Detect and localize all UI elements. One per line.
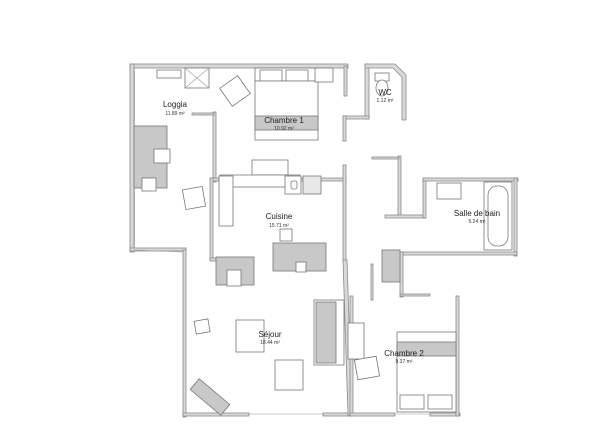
sofa-seat xyxy=(315,301,337,364)
wall-chambre2-bottom-a xyxy=(349,412,396,417)
counter-side xyxy=(218,175,234,227)
chair xyxy=(141,177,157,192)
room-area-chambre-1: 10.92 m² xyxy=(274,126,294,132)
room-area-loggia: 11.89 m² xyxy=(165,111,185,117)
room-name-salle-de-bain: Salle de bain xyxy=(454,209,500,218)
armchair xyxy=(219,75,251,107)
wall-kitchen-left xyxy=(209,177,214,261)
armchair xyxy=(235,319,265,353)
pillow xyxy=(427,394,453,410)
chair xyxy=(295,261,307,273)
hood xyxy=(251,159,289,176)
toilet xyxy=(375,79,389,97)
armchair xyxy=(181,185,207,211)
wall-wc-left xyxy=(364,63,370,120)
wall-stub-2 xyxy=(370,263,374,301)
bathtub-inner xyxy=(487,185,509,247)
armchair xyxy=(274,359,304,391)
pillow xyxy=(285,69,309,82)
wall-corridor-h xyxy=(384,214,426,219)
armchair xyxy=(353,355,381,381)
wall-bath-left xyxy=(422,177,427,219)
room-name-sejour: Séjour xyxy=(258,330,281,339)
pillow xyxy=(259,69,283,82)
room-area-chambre-2: 9.37 m² xyxy=(396,359,413,365)
wall-chambre2-right xyxy=(455,295,460,417)
wall-chambre2-bottom-b xyxy=(429,412,461,417)
room-name-cuisine: Cuisine xyxy=(266,212,293,221)
stove xyxy=(302,175,322,195)
room-name-loggia: Loggia xyxy=(163,100,188,109)
shelf xyxy=(156,69,182,79)
room-area-wc: 1.12 m² xyxy=(377,98,394,104)
wall-wc-stub xyxy=(342,115,347,142)
bed-cover xyxy=(396,341,457,357)
bench xyxy=(189,378,231,416)
wall-loggia-stub xyxy=(191,112,215,116)
bed-cover xyxy=(254,115,319,131)
wall-kitchen-right xyxy=(342,164,347,262)
wall-wc-bottom xyxy=(342,115,370,120)
washbasin xyxy=(436,182,462,200)
stool xyxy=(193,318,211,335)
wall-corridor-2 xyxy=(399,251,404,298)
room-area-cuisine: 15.71 m² xyxy=(269,223,289,229)
room-name-chambre-2: Chambre 2 xyxy=(384,349,424,358)
room-area-sejour: 18.44 m² xyxy=(260,340,280,346)
wall-wc-right xyxy=(364,63,407,121)
wall-bath-top xyxy=(422,177,519,182)
wall-loggia-kitchen xyxy=(212,111,217,183)
tv-unit xyxy=(347,322,365,360)
wall-corridor-3 xyxy=(399,293,431,297)
chair xyxy=(226,269,242,287)
cabinet xyxy=(381,249,401,283)
wall-loggia-bottom xyxy=(129,247,187,252)
room-area-salle-de-bain: 5.24 m² xyxy=(469,219,486,225)
wall-sejour-bottom-a xyxy=(182,412,250,417)
room-name-chambre-1: Chambre 1 xyxy=(264,116,304,125)
pillow xyxy=(399,394,425,410)
stool xyxy=(279,228,293,242)
wall-sejour-bottom-b xyxy=(322,412,352,417)
wall-bath-right xyxy=(513,177,518,257)
nightstand xyxy=(314,67,334,83)
chair xyxy=(153,148,171,164)
wall-bath-bottom xyxy=(399,251,518,256)
wall-sejour-left xyxy=(182,249,187,418)
sink-basin xyxy=(290,180,298,190)
furniture xyxy=(133,67,513,416)
room-labels: Loggia 11.89 m² Chambre 1 10.92 m² WC 1.… xyxy=(163,88,500,365)
wall-stub-1 xyxy=(371,156,400,160)
wall-loggia-left xyxy=(129,63,135,253)
wall-chambre1-right xyxy=(343,65,348,97)
wall-top xyxy=(129,63,349,69)
room-name-wc: WC xyxy=(378,88,392,97)
wall-corridor xyxy=(397,155,402,219)
